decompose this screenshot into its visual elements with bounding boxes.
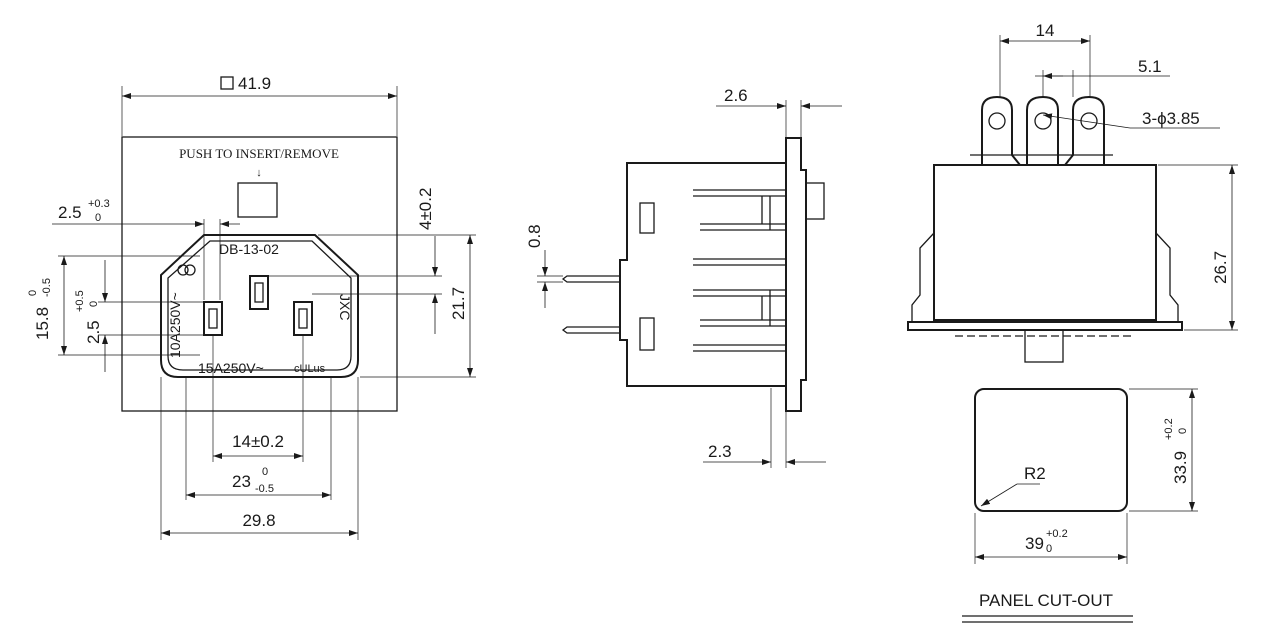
side-terminals [693,189,786,352]
rear-body [933,164,1157,321]
dim-terminal-span: 14 [999,21,1091,97]
dim-hole-label: 3-ϕ3.85 [1142,109,1200,128]
dim-pin-spacing-v: 2.5 +0.5 0 [74,260,204,372]
socket-outer [160,234,359,378]
dim-panel-label: 2.3 [708,442,732,461]
rear-left-edge [911,232,935,322]
socket-inner [167,240,352,371]
dim-cutout-height-sub: 0 [1177,428,1189,434]
dim-flange: 2.6 [716,86,842,137]
side-pins [561,275,620,334]
dim-body-height: 26.7 [1158,164,1238,331]
rear-terminals [970,95,1113,166]
dim-cutout-height-sup: +0.2 [1163,418,1175,440]
side-flange [785,137,807,412]
rear-button [1024,329,1064,363]
dim-cutout-width-main: 39 [1025,534,1044,553]
rating-15a-label: 15A250V~ [198,360,264,376]
dim-body-height-label: 26.7 [1211,251,1230,284]
dim-radius: R2 [980,464,1046,507]
dim-outer-height: 15.8 0 -0.5 [27,255,200,356]
dim-cutout-width-sup: +0.2 [1046,528,1068,540]
dim-cutout-width-sub: 0 [1046,543,1052,555]
side-button [805,182,825,220]
dim-pin-offset-label: 4±0.2 [416,188,435,230]
dim-inner-width-main: 23 [232,472,251,491]
dim-pin-spacing: 14±0.2 [212,335,304,462]
dim-pin-spacing-v-sup: +0.5 [74,290,86,312]
cutout-caption: PANEL CUT-OUT [979,591,1113,610]
rear-view: 14 5.1 3-ϕ3.85 26.7 [907,21,1238,363]
rating-10a-label: 10A250V~ [167,292,183,358]
panel-cutout: 33.9 +0.2 0 R2 39 +0.2 0 PANEL CUT-OUT [962,388,1198,623]
pin-slot-earth [249,275,269,310]
dim-panel: 2.3 [703,388,826,468]
pin-slot-left [203,301,223,336]
dim-radius-label: R2 [1024,464,1046,483]
dim-top-offset-main: 2.5 [58,203,82,222]
dim-pin-thickness: 0.8 [525,224,563,308]
dim-socket-height-label: 21.7 [449,287,468,320]
ul-mark: cULus [294,363,326,375]
rear-right-edge [1155,232,1179,322]
push-window [237,182,278,218]
dim-outer-height-sup: 0 [27,290,39,296]
dim-top-offset-sub: 0 [95,212,101,224]
pin-slot-right [293,301,313,336]
dim-top-offset: 2.5 +0.3 0 [52,198,240,300]
dim-cutout-height: 33.9 +0.2 0 [1129,388,1198,512]
front-panel-outline [121,136,398,412]
dim-inner-width: 23 0 -0.5 [185,377,332,500]
dim-flange-label: 2.6 [724,86,748,105]
dim-cutout-height-main: 33.9 [1171,451,1190,484]
rear-flange [907,321,1183,331]
push-arrow-icon: ↓ [256,167,262,179]
side-view: 2.6 0.8 2.3 [525,86,842,468]
front-view: PUSH TO INSERT/REMOVE ↓ DB-13-02 10A250V… [27,74,476,540]
ccc-mark [177,264,196,276]
brand-label: JXC [337,294,353,320]
push-label: PUSH TO INSERT/REMOVE [179,146,339,161]
dim-pin-spacing-v-sub: 0 [88,301,100,307]
dim-outer-height-sub: -0.5 [41,278,53,297]
dim-terminal-pitch-label: 5.1 [1138,57,1162,76]
dim-inner-width-sup: 0 [262,466,268,478]
dim-terminal-pitch: 5.1 [1035,57,1170,97]
dim-socket-height: 21.7 [318,234,476,378]
dim-top-offset-sup: +0.3 [88,198,110,210]
dim-pin-spacing-label: 14±0.2 [232,432,284,451]
dim-pin-spacing-v-main: 2.5 [84,320,103,344]
dim-outer-width: 29.8 [160,377,359,540]
dim-overall: 41.9 [121,74,398,136]
dim-overall-label: 41.9 [238,74,271,93]
model-label: DB-13-02 [219,241,279,257]
dim-outer-width-label: 29.8 [242,511,275,530]
dim-inner-width-sub: -0.5 [255,483,274,495]
side-body [619,162,786,387]
dim-terminal-span-label: 14 [1036,21,1055,40]
dim-hole: 3-ϕ3.85 [1042,109,1220,129]
dim-pin-offset: 4±0.2 [268,188,442,334]
dim-outer-height-main: 15.8 [33,307,52,340]
cutout-outline [974,388,1128,512]
dim-cutout-width: 39 +0.2 0 [974,513,1128,564]
dim-pin-thickness-label: 0.8 [525,224,544,248]
